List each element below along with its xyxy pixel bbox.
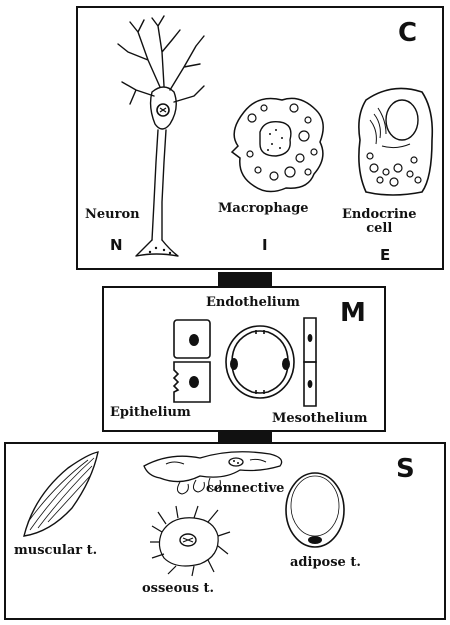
adipose-label: adipose t. [290,556,361,570]
panel-c-letter: C [398,20,417,46]
panel-s-letter: S [396,456,415,482]
endothelium-nucleus-right-icon [282,358,290,370]
epithelium-label: Epithelium [110,406,191,420]
endothelium-drawing [222,322,298,402]
connector-bar-c-m [218,272,272,286]
endocrine-label-line1: Endocrine [342,208,417,222]
adipose-nucleus-icon [308,536,322,544]
macrophage-drawing [224,92,334,197]
endocrine-letter: E [380,248,390,263]
neuron-label: Neuron [85,208,140,222]
endothelium-nucleus-left-icon [230,358,238,370]
endothelium-label: Endothelium [206,296,300,310]
endocrine-nucleus-icon [386,100,418,140]
endocrine-cell-drawing [352,80,437,200]
neuron-drawing [100,12,210,262]
epithelium-nucleus-lower-icon [189,376,199,388]
connective-nucleus-icon [229,458,243,466]
epithelium-drawing [170,318,215,404]
endocrine-label-line2: cell [342,222,417,236]
muscular-tissue-drawing [18,450,104,542]
mesothelium-label: Mesothelium [272,412,367,426]
muscular-label: muscular t. [14,544,97,558]
neuron-letter: N [110,238,123,253]
panel-m-letter: M [340,300,366,326]
connective-label: connective [206,482,284,496]
adipose-tissue-drawing [282,470,348,552]
endocrine-label: Endocrine cell [342,208,417,235]
mesothelium-drawing [300,316,320,408]
epithelium-nucleus-upper-icon [189,334,199,346]
macrophage-label: Macrophage [218,202,309,216]
macrophage-letter: I [262,238,268,253]
osseous-label: osseous t. [142,582,214,596]
osseous-tissue-drawing [148,502,232,578]
